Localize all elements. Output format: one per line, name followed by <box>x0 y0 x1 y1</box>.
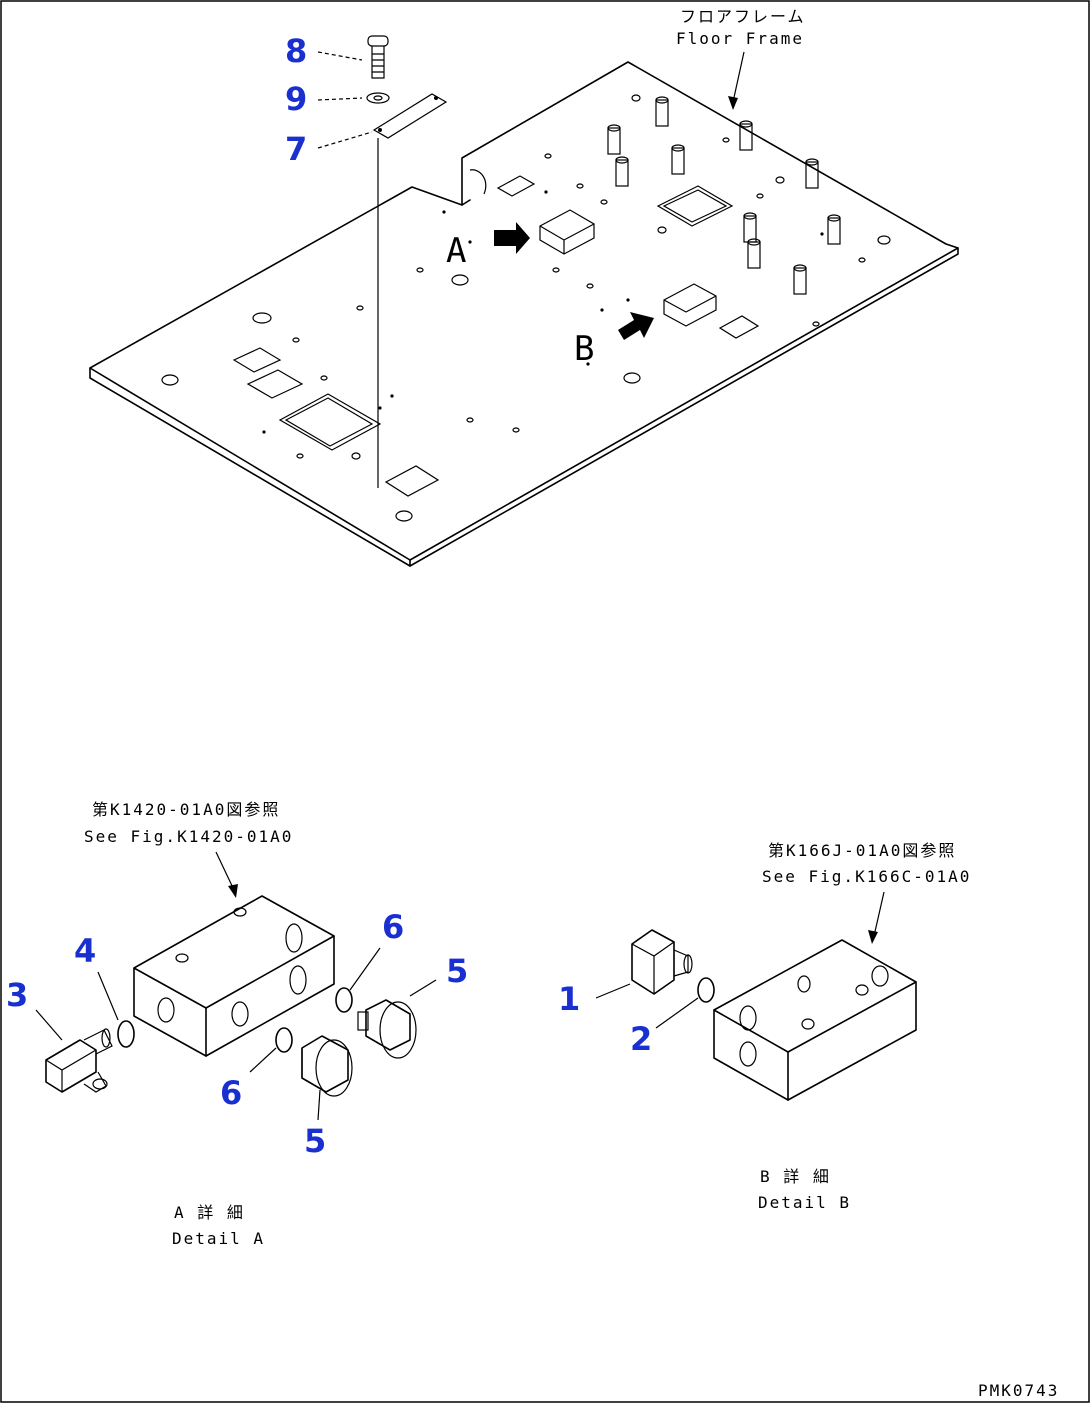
detail-a-title-en: Detail A <box>172 1229 265 1248</box>
detail-a-ref-en: See Fig.K1420-01A0 <box>84 827 293 846</box>
elbow-fitting-part-3 <box>45 1028 113 1093</box>
callout-8: 8 <box>285 32 307 70</box>
valve-b-mounted <box>663 283 717 327</box>
detail-b-title-en: Detail B <box>758 1193 851 1212</box>
callout-1: 1 <box>558 980 580 1018</box>
callout-5-lower: 5 <box>304 1122 326 1160</box>
drawing-number: PMK0743 <box>978 1381 1059 1400</box>
boss-column <box>607 96 841 295</box>
detail-a: 第K1420-01A0図参照 See Fig.K1420-01A0 <box>35 800 437 1248</box>
bolt-part-8 <box>367 35 389 79</box>
view-b-arrow <box>618 312 654 340</box>
valve-a-mounted <box>539 209 595 255</box>
cover-assembly <box>317 35 448 488</box>
plug-part-5a <box>357 999 417 1059</box>
floor-frame: A B フロアフレーム Floor Frame <box>89 7 959 567</box>
connector-part-1 <box>631 929 693 995</box>
callout-7: 7 <box>285 130 307 168</box>
o-ring-part-4 <box>117 1020 135 1048</box>
detail-b-ref-en: See Fig.K166C-01A0 <box>762 867 971 886</box>
detail-a-title-jp: A 詳 細 <box>174 1203 245 1222</box>
detail-b-title-jp: B 詳 細 <box>760 1167 831 1186</box>
valve-block-a <box>133 895 335 1057</box>
frame-label-jp: フロアフレーム <box>680 7 806 26</box>
view-a-label: A <box>446 231 466 271</box>
valve-block-b <box>713 939 917 1101</box>
plug-part-5b <box>301 1035 353 1097</box>
callout-6-upper: 6 <box>382 908 404 946</box>
callout-5-upper: 5 <box>446 952 468 990</box>
view-a-arrow <box>494 222 530 254</box>
o-ring-part-2 <box>697 977 715 1003</box>
callout-6-lower: 6 <box>220 1074 242 1112</box>
o-ring-part-6a <box>335 987 353 1013</box>
frame-label-en: Floor Frame <box>676 29 804 48</box>
view-b-label: B <box>574 329 594 369</box>
detail-b: 第K166J-01A0図参照 See Fig.K166C-01A0 B 詳 細 … <box>595 841 971 1212</box>
callout-3: 3 <box>6 976 28 1014</box>
callout-4: 4 <box>74 932 96 970</box>
detail-b-ref-jp: 第K166J-01A0図参照 <box>768 841 956 860</box>
callout-2: 2 <box>630 1020 652 1058</box>
washer-part-9 <box>366 92 390 104</box>
o-ring-part-6b <box>275 1027 293 1053</box>
detail-a-ref-jp: 第K1420-01A0図参照 <box>92 800 280 819</box>
plate-part-7 <box>372 93 448 139</box>
callout-9: 9 <box>285 80 307 118</box>
